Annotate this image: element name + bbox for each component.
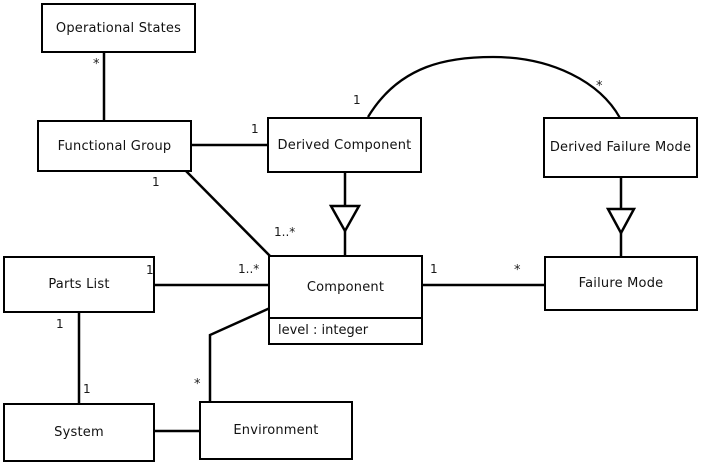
hollow-triangle-icon-failuremode bbox=[605, 207, 637, 236]
multiplicity-functionalgroup-right: 1 bbox=[251, 122, 259, 136]
class-box-component[interactable]: Component level : integer bbox=[268, 255, 423, 345]
class-name-component: Component bbox=[306, 279, 385, 295]
class-box-derived-failure-mode[interactable]: Derived Failure Mode bbox=[543, 117, 698, 178]
multiplicity-partslist-right: 1 bbox=[146, 263, 154, 277]
multiplicity-component-topleft: 1..* bbox=[274, 225, 296, 239]
class-name-operational-states: Operational States bbox=[55, 20, 182, 36]
multiplicity-failuremode-left: * bbox=[514, 263, 521, 278]
multiplicity-component-right: 1 bbox=[430, 262, 438, 276]
class-box-operational-states[interactable]: Operational States bbox=[41, 3, 196, 53]
multiplicity-arc-left: 1 bbox=[353, 93, 361, 107]
multiplicity-system-top: 1 bbox=[83, 382, 91, 396]
class-name-derived-failure-mode: Derived Failure Mode bbox=[549, 140, 692, 155]
multiplicity-partslist-bottom: 1 bbox=[56, 317, 64, 331]
association-derivedcomponent-derivedfailuremode[interactable] bbox=[367, 55, 622, 119]
class-box-environment[interactable]: Environment bbox=[199, 401, 353, 460]
class-name-failure-mode: Failure Mode bbox=[578, 276, 664, 291]
hollow-triangle-icon-component bbox=[328, 204, 362, 234]
multiplicity-opstates-bottom: * bbox=[93, 57, 100, 72]
association-environment-component[interactable] bbox=[208, 306, 271, 402]
class-name-derived-component: Derived Component bbox=[277, 137, 412, 153]
multiplicity-environment-top: * bbox=[194, 377, 201, 392]
class-box-functional-group[interactable]: Functional Group bbox=[37, 120, 192, 172]
class-name-environment: Environment bbox=[233, 423, 319, 438]
multiplicity-component-left: 1..* bbox=[238, 262, 260, 276]
multiplicity-arc-right: * bbox=[596, 79, 603, 94]
class-name-parts-list: Parts List bbox=[48, 277, 110, 292]
association-functionalgroup-component[interactable] bbox=[185, 170, 271, 257]
multiplicity-functionalgroup-bottom: 1 bbox=[152, 175, 160, 189]
class-box-parts-list[interactable]: Parts List bbox=[3, 256, 155, 313]
class-name-functional-group: Functional Group bbox=[57, 138, 172, 154]
class-box-derived-component[interactable]: Derived Component bbox=[267, 117, 422, 173]
class-box-failure-mode[interactable]: Failure Mode bbox=[544, 256, 698, 311]
class-box-system[interactable]: System bbox=[3, 403, 155, 462]
class-attribute-component-level: level : integer bbox=[270, 317, 421, 343]
class-name-system: System bbox=[54, 425, 104, 440]
